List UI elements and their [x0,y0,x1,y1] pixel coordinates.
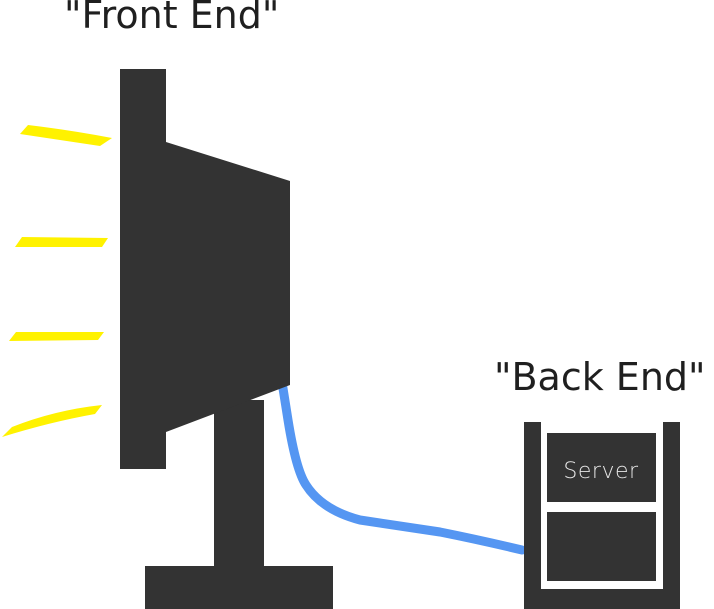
server-unit-top [547,433,656,502]
light-rays [2,125,112,437]
monitor-body [120,69,290,469]
back-end-label: "Back End" [494,355,706,399]
server-rack-icon: Server [524,422,680,609]
server-rack-left-rail [524,422,541,609]
light-ray-1 [20,125,112,146]
monitor-icon [120,69,333,609]
server-unit-bottom [547,512,656,581]
monitor-stand-neck [214,400,264,570]
server-label: Server [563,459,639,484]
server-rack-right-rail [663,422,680,609]
light-ray-2 [15,237,108,247]
server-rack-bottom [524,589,680,609]
network-cable [277,377,527,555]
light-ray-3 [9,332,104,341]
monitor-stand-base [145,566,333,609]
light-ray-4 [2,405,102,437]
front-end-label: "Front End" [64,0,280,37]
